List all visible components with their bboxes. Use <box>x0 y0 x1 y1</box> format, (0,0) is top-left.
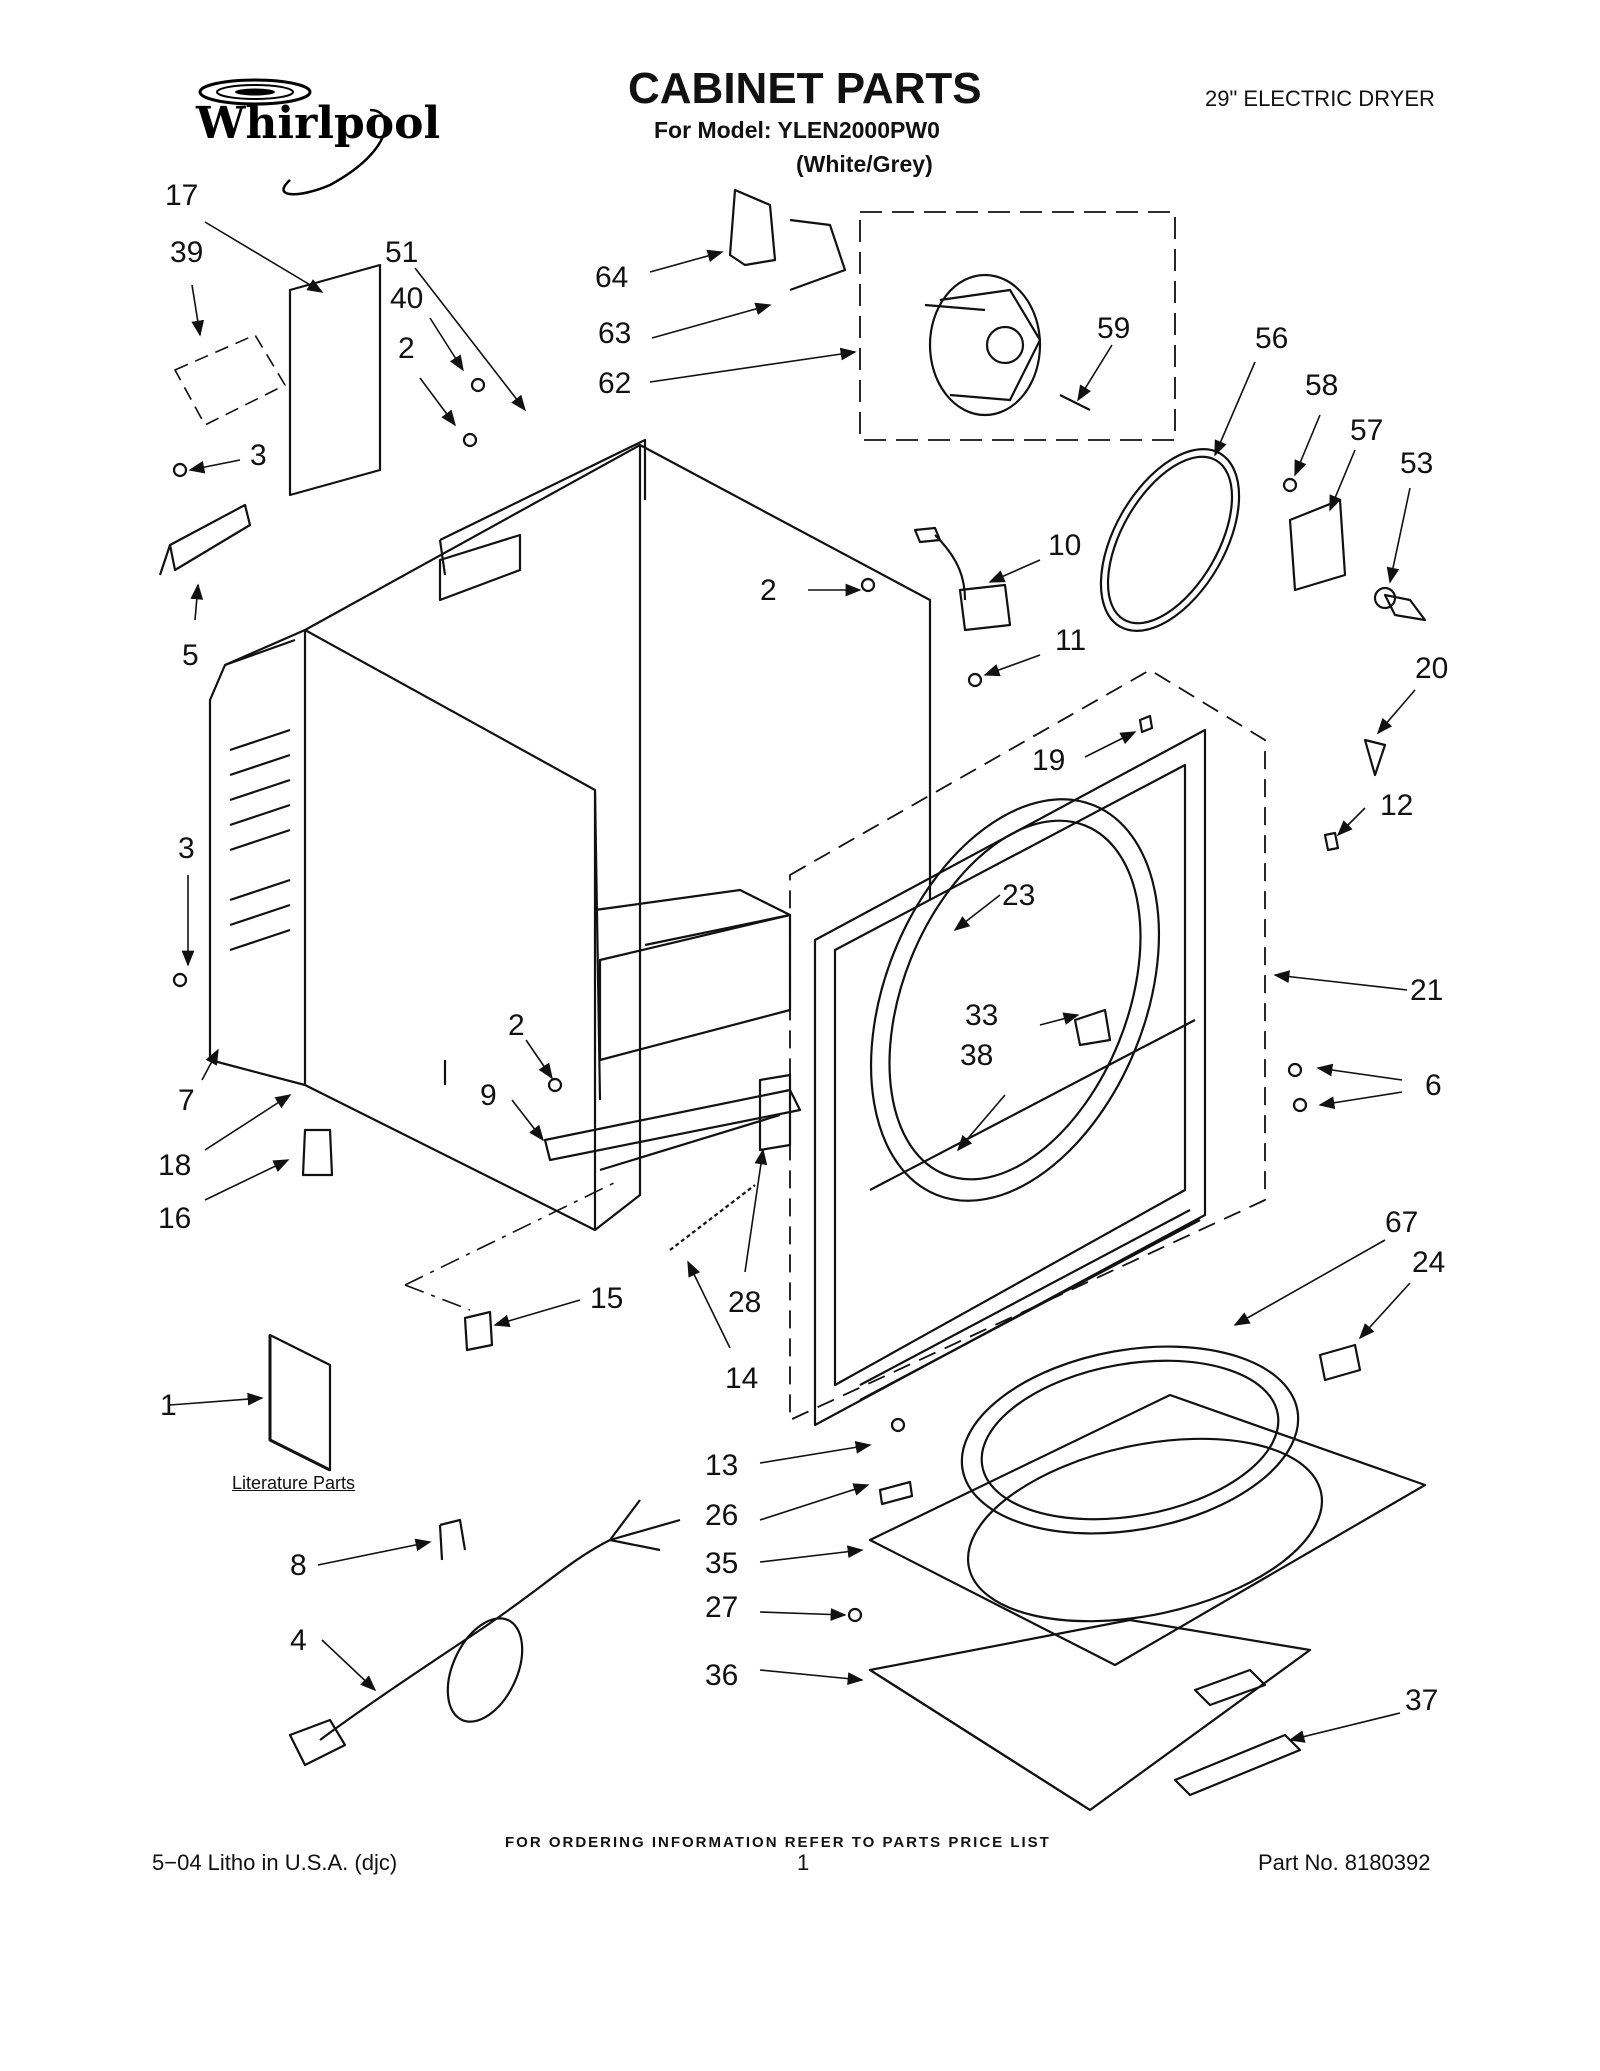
callout-4: 4 <box>290 1624 307 1657</box>
callout-17: 17 <box>165 179 198 212</box>
callout-27: 27 <box>705 1591 738 1624</box>
callout-6: 6 <box>1425 1069 1442 1102</box>
cabinet-body <box>208 438 932 1232</box>
callout-23: 23 <box>1002 879 1035 912</box>
callout-2a: 2 <box>398 332 415 365</box>
callout-7: 7 <box>178 1084 195 1117</box>
callout-15: 15 <box>590 1282 623 1315</box>
literature-parts-label: Literature Parts <box>232 1473 356 1493</box>
product-type: 29" ELECTRIC DRYER <box>1205 86 1435 111</box>
callout-67: 67 <box>1385 1206 1418 1239</box>
callout-18: 18 <box>158 1149 191 1182</box>
callout-24: 24 <box>1412 1246 1445 1279</box>
callout-33: 33 <box>965 999 998 1032</box>
callout-38: 38 <box>960 1039 993 1072</box>
callout-56: 56 <box>1255 322 1288 355</box>
callout-37: 37 <box>1405 1684 1438 1717</box>
callout-9: 9 <box>480 1079 497 1112</box>
callout-2c: 2 <box>508 1009 525 1042</box>
part-number: Part No. 8180392 <box>1258 1850 1431 1875</box>
callout-13: 13 <box>705 1449 738 1482</box>
callout-21: 21 <box>1410 974 1443 1007</box>
callout-51: 51 <box>385 236 418 269</box>
callout-53: 53 <box>1400 447 1433 480</box>
callout-8: 8 <box>290 1549 307 1582</box>
callout-12: 12 <box>1380 789 1413 822</box>
callout-3b: 3 <box>178 832 195 865</box>
callout-40: 40 <box>390 282 423 315</box>
color-variant: (White/Grey) <box>796 151 933 177</box>
callout-5: 5 <box>182 639 199 672</box>
callout-10: 10 <box>1048 529 1081 562</box>
callout-11: 11 <box>1055 624 1086 657</box>
callout-16: 16 <box>158 1202 191 1235</box>
callout-2b: 2 <box>760 574 777 607</box>
callout-28: 28 <box>728 1286 761 1319</box>
leader-lines <box>169 221 1416 1743</box>
callout-62: 62 <box>598 367 631 400</box>
callout-35: 35 <box>705 1547 738 1580</box>
callout-59: 59 <box>1097 312 1130 345</box>
callout-3a: 3 <box>250 439 267 472</box>
callout-14: 14 <box>725 1362 758 1395</box>
callout-20: 20 <box>1415 652 1448 685</box>
drive-motor <box>924 273 1091 417</box>
callout-39: 39 <box>170 236 203 269</box>
callout-57: 57 <box>1350 414 1383 447</box>
callout-36: 36 <box>705 1659 738 1692</box>
model-line: For Model: YLEN2000PW0 <box>654 117 940 143</box>
callout-64: 64 <box>595 261 628 294</box>
callout-1: 1 <box>160 1389 177 1422</box>
callout-19: 19 <box>1032 744 1065 777</box>
brand-name: Whirlpool <box>196 98 441 149</box>
callout-26: 26 <box>705 1499 738 1532</box>
page-number: 1 <box>797 1850 810 1875</box>
front-panel <box>813 728 1207 1427</box>
whirlpool-swirl-logo-icon <box>198 78 387 196</box>
callout-58: 58 <box>1305 369 1338 402</box>
ordering-note: FOR ORDERING INFORMATION REFER TO PARTS … <box>505 1834 1051 1851</box>
callout-63: 63 <box>598 317 631 350</box>
litho-note: 5−04 Litho in U.S.A. (djc) <box>152 1850 398 1875</box>
page-title: CABINET PARTS <box>628 64 982 113</box>
